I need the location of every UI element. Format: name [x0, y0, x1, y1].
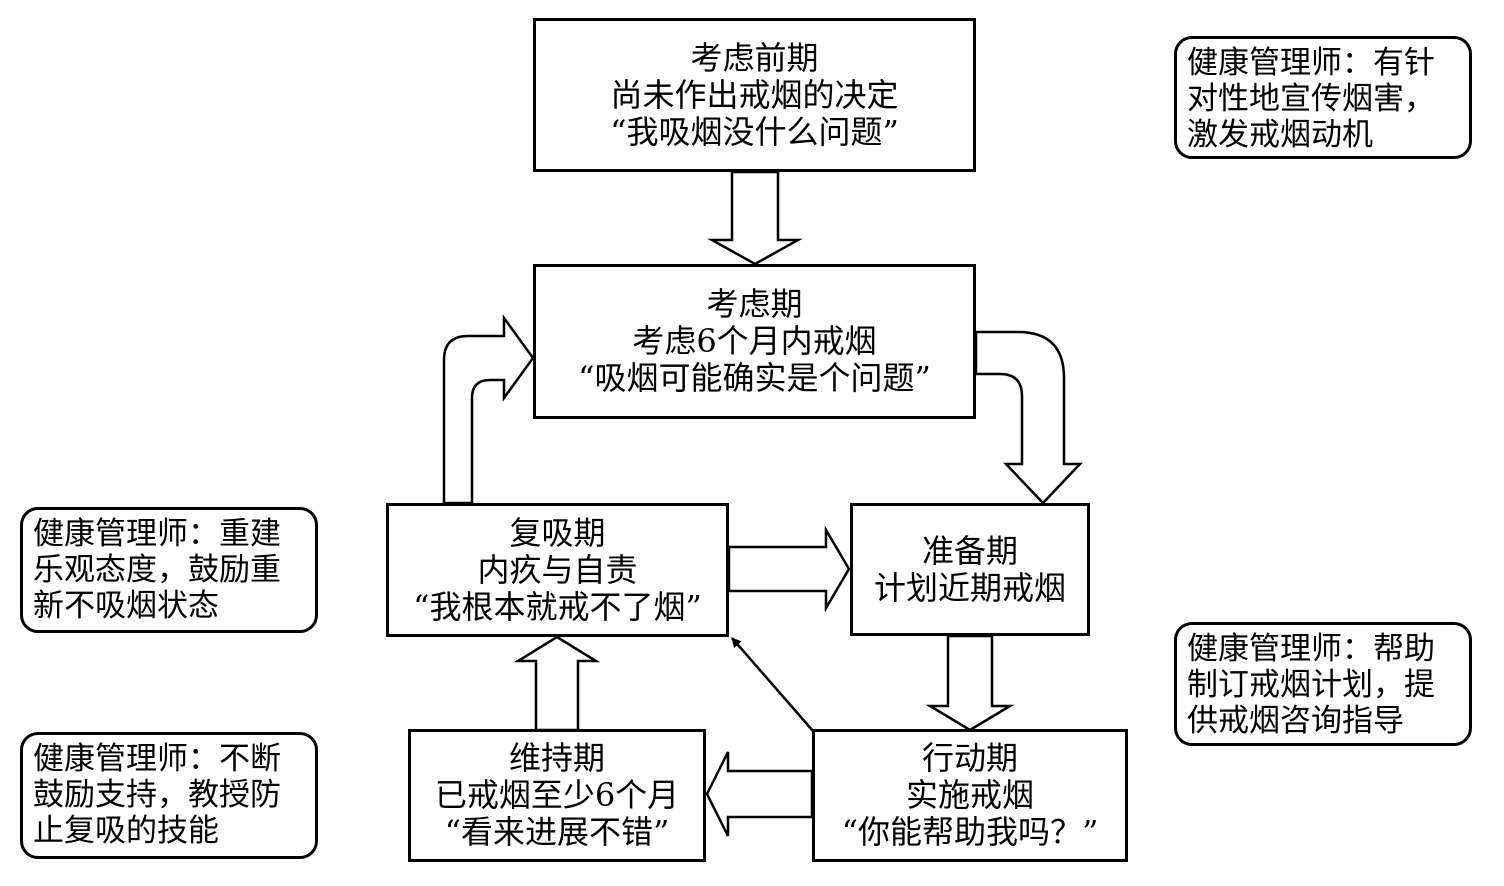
arrow-relapse-to-preparation — [727, 525, 851, 613]
note-health-manager-relapse: 健康管理师：重建 乐观态度，鼓励重 新不吸烟状态 — [20, 507, 318, 633]
stage-description: 内疚与自责 — [477, 550, 638, 589]
stage-title: 复吸期 — [509, 513, 606, 552]
note-line: 乐观态度，鼓励重 — [33, 552, 281, 588]
note-line: 制订戒烟计划，提 — [1187, 667, 1435, 703]
note-health-manager-preparation: 健康管理师：帮助 制订戒烟计划，提 供戒烟咨询指导 — [1174, 622, 1472, 746]
note-line: 对性地宣传烟害， — [1187, 81, 1435, 117]
stage-quote: “看来进展不错” — [444, 813, 670, 851]
note-line: 健康管理师：有针 — [1187, 45, 1435, 81]
note-line: 健康管理师：不断 — [33, 741, 281, 777]
arrow-maintenance-to-relapse — [513, 635, 601, 732]
stage-title: 维持期 — [508, 739, 605, 777]
stage-title: 考虑期 — [706, 285, 803, 323]
note-line: 激发戒烟动机 — [1187, 117, 1373, 153]
arrow-relapse-to-contemplation — [442, 314, 535, 505]
note-line: 健康管理师：重建 — [33, 516, 281, 552]
stage-action: 行动期 实施戒烟 “你能帮助我吗？” — [812, 729, 1128, 862]
stage-description: 已戒烟至少6个月 — [434, 776, 680, 814]
stage-description: 实施戒烟 — [905, 776, 1034, 814]
stage-precontemplation: 考虑前期 尚未作出戒烟的决定 “我吸烟没什么问题” — [533, 18, 976, 172]
stage-title: 准备期 — [921, 531, 1018, 570]
note-line: 鼓励支持，教授防 — [33, 777, 281, 813]
arrow-contemplation-to-preparation — [974, 330, 1083, 505]
stage-maintenance: 维持期 已戒烟至少6个月 “看来进展不错” — [408, 729, 706, 862]
stage-description: 尚未作出戒烟的决定 — [610, 75, 899, 114]
note-line: 新不吸烟状态 — [33, 588, 219, 624]
arrow-action-to-maintenance — [705, 751, 814, 837]
stage-preparation: 准备期 计划近期戒烟 — [850, 503, 1090, 636]
stage-title: 行动期 — [921, 739, 1018, 777]
stage-title: 考虑前期 — [690, 38, 819, 77]
note-line: 供戒烟咨询指导 — [1187, 703, 1404, 739]
stage-contemplation: 考虑期 考虑6个月内戒烟 “吸烟可能确实是个问题” — [533, 264, 976, 419]
stage-quote: “我吸烟没什么问题” — [610, 112, 899, 151]
stage-quote: “吸烟可能确实是个问题” — [578, 359, 931, 397]
arrow-action-to-relapse — [731, 637, 814, 732]
stage-description: 考虑6个月内戒烟 — [632, 322, 877, 360]
arrow-precontemplation-to-contemplation — [707, 170, 803, 266]
stage-description: 计划近期戒烟 — [873, 568, 1066, 607]
stage-quote: “我根本就戒不了烟” — [413, 587, 702, 626]
note-line: 止复吸的技能 — [33, 813, 219, 849]
stage-quote: “你能帮助我吗？” — [841, 813, 1099, 851]
note-line: 健康管理师：帮助 — [1187, 631, 1435, 667]
note-health-manager-precontemplation: 健康管理师：有针 对性地宣传烟害， 激发戒烟动机 — [1174, 36, 1472, 159]
arrow-preparation-to-action — [925, 634, 1015, 732]
stage-relapse: 复吸期 内疚与自责 “我根本就戒不了烟” — [386, 503, 729, 637]
note-health-manager-maintenance: 健康管理师：不断 鼓励支持，教授防 止复吸的技能 — [20, 732, 318, 859]
